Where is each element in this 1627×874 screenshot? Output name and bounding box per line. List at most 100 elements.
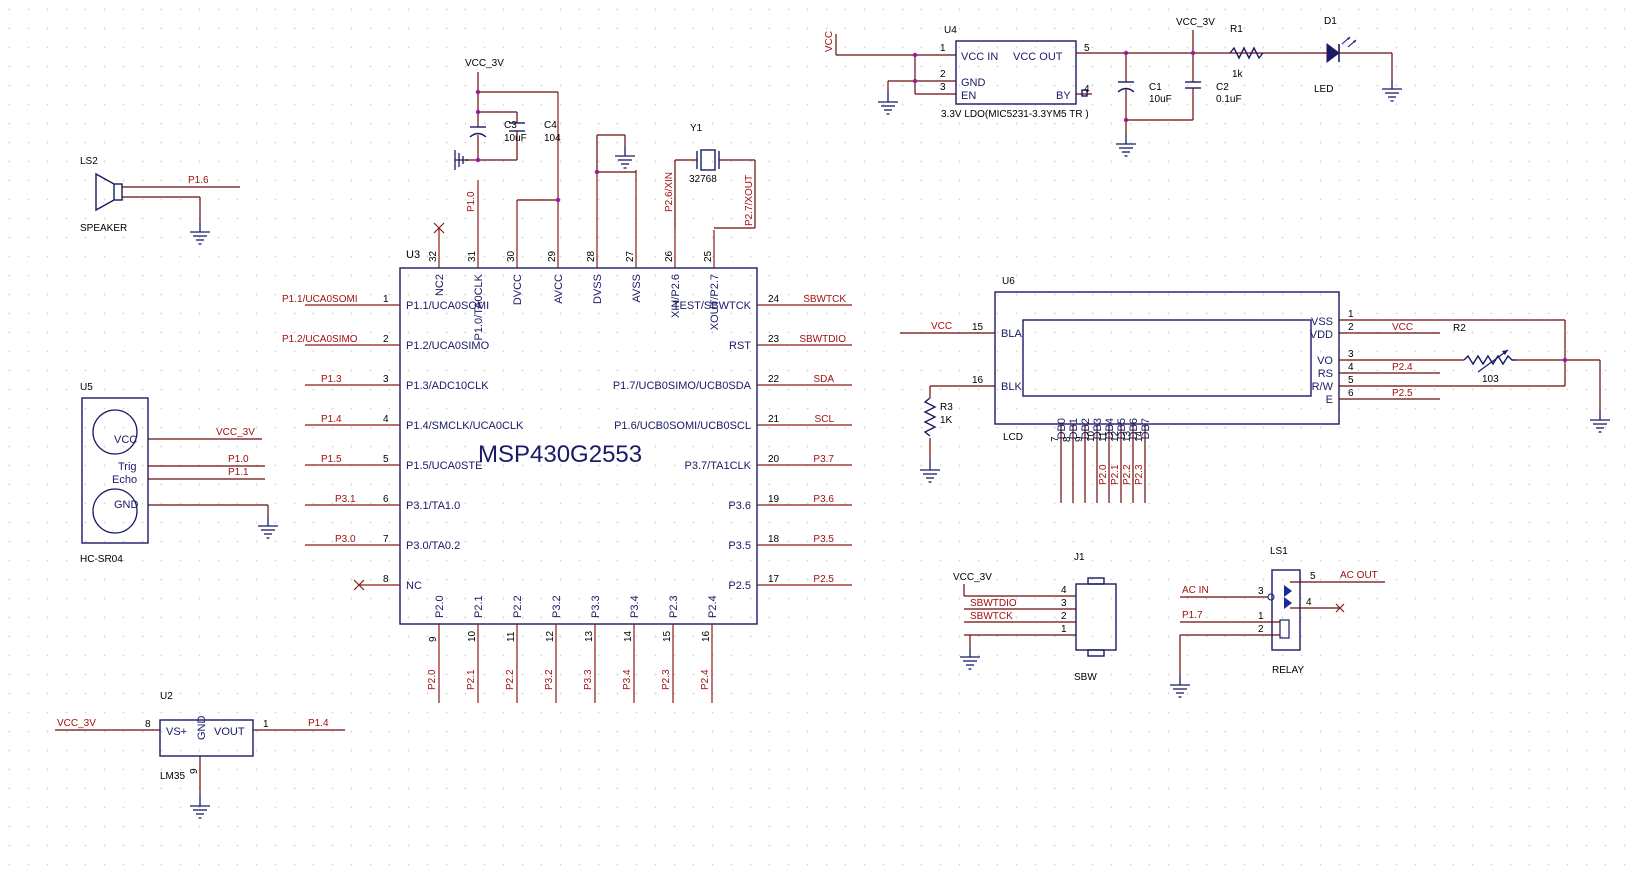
lcd-pin-11: 11 [1098, 431, 1109, 442]
mcu-pin-label-11: P2.2 [512, 595, 524, 618]
r2-ref: R2 [1453, 323, 1466, 334]
mcu-ref: U3 [406, 249, 420, 261]
regulator-pin-5: 5 [1084, 43, 1090, 54]
mcu-pin-label-32: NC2 [434, 274, 446, 296]
c4-ref: C4 [544, 120, 557, 131]
mcu-name: MSP430G2553 [478, 441, 642, 468]
lcd-vss-label: VSS [1311, 316, 1333, 328]
lcd-pin-8: 8 [1062, 436, 1073, 442]
mcu-pin-num-26: 26 [664, 250, 675, 262]
sbw-vcc: VCC_3V [953, 572, 992, 583]
sbw-net-sbwtck: SBWTCK [970, 611, 1013, 622]
net-label-p35: P3.5 [813, 534, 834, 545]
relay-pin-4: 4 [1306, 597, 1312, 608]
temp-pin-gnd: 9 [189, 768, 200, 774]
lcd-blk-label: BLK [1001, 381, 1022, 393]
r3-ref: R3 [940, 402, 953, 413]
temp-net-out: P1.4 [308, 718, 329, 729]
mcu-pin-num-3: 3 [383, 374, 389, 385]
mcu-pin-label-9: P2.0 [434, 595, 446, 618]
net-label-p12: P1.2/UCA0SIMO [282, 334, 358, 345]
r3-value: 1K [940, 415, 953, 426]
mcu-pin-num-11: 11 [506, 631, 517, 642]
mcu-pin-num-22: 22 [768, 374, 780, 385]
ultrasonic-ground-symbol [257, 515, 279, 539]
mcu-pin-num-19: 19 [768, 494, 780, 505]
mcu-pin-label-13: P3.3 [590, 595, 602, 618]
mcu-pin-label-29: AVCC [553, 274, 565, 304]
lcd-net-bla: VCC [931, 321, 952, 332]
sbw-header-j1: J1 VCC_3V SBWTDIO SBWTCK 4 3 2 1 SBW [953, 552, 1117, 683]
mcu-pin-num-12: 12 [545, 630, 556, 642]
mcu-pin-num-15: 15 [662, 630, 673, 642]
c3-ref: C3 [504, 120, 517, 131]
regulator-pin-2: 2 [940, 69, 946, 80]
temp-ref: U2 [160, 691, 173, 702]
temp-gnd-label: GND [196, 716, 208, 741]
net-label-p11: P1.1/UCA0SOMI [282, 294, 358, 305]
status-led: R1 1k D1 LED [1229, 16, 1403, 102]
lcd-ref: U6 [1002, 276, 1015, 287]
net-label-p20-bot: P2.0 [427, 669, 438, 690]
sbw-net-sbwtdio: SBWTDIO [970, 598, 1017, 609]
relay-name: RELAY [1272, 665, 1304, 676]
mcu-pin-num-18: 18 [768, 534, 780, 545]
lcd-name: LCD [1003, 432, 1023, 443]
mcu-pin-label-14: P3.4 [629, 595, 641, 618]
r1-ref: R1 [1230, 24, 1243, 35]
decoupling-caps: VCC_3V C3 10uF C4 104 [454, 58, 561, 203]
lcd-net-rs: P2.4 [1392, 362, 1413, 373]
regulator-vin-label: VCC IN [961, 51, 998, 63]
net-label-p15: P1.5 [321, 454, 342, 465]
mcu-pin-label-7: P3.0/TA0.2 [406, 540, 460, 552]
led-ground-symbol [1381, 78, 1403, 102]
net-label-p36: P3.6 [813, 494, 834, 505]
lcd-rs-label: RS [1318, 368, 1333, 380]
mcu-pin-label-4: P1.4/SMCLK/UCA0CLK [406, 420, 524, 432]
net-label-p31: P3.1 [335, 494, 356, 505]
temp-pin-vs: 8 [145, 719, 151, 730]
net-label-p21-bot: P2.1 [466, 669, 477, 690]
vss-ground [594, 134, 636, 175]
lcd-pin-14: 14 [1134, 430, 1145, 442]
r2-value: 103 [1482, 374, 1499, 385]
mcu-pin-label-28: DVSS [592, 274, 604, 304]
mcu-pin-num-5: 5 [383, 454, 389, 465]
sbw-pin-3: 3 [1061, 598, 1067, 609]
mcu-pin-num-4: 4 [383, 414, 389, 425]
regulator-pin-3: 3 [940, 82, 946, 93]
mcu-pin-num-1: 1 [383, 294, 389, 305]
c4-value: 104 [544, 133, 561, 144]
mcu-pin-num-24: 24 [768, 294, 780, 305]
mcu-pin-label-8: NC [406, 580, 422, 592]
temp-ground-symbol [189, 795, 211, 819]
vss-ground-symbol [614, 145, 636, 169]
speaker-ls2: LS2 P1.6 SPEAKER [80, 156, 240, 245]
temp-net-vs: VCC_3V [57, 718, 96, 729]
regulator-cap-ground-symbol [1115, 133, 1137, 157]
mcu-pin-label-22: P1.7/UCB0SIMO/UCB0SDA [613, 380, 752, 392]
regulator-ref: U4 [944, 25, 957, 36]
c1-ref: C1 [1149, 82, 1162, 93]
lcd-pin-1: 1 [1348, 309, 1354, 320]
decoupling-vcc-label: VCC_3V [465, 58, 504, 69]
mcu-pin-num-25: 25 [703, 250, 714, 262]
ultrasonic-ref: U5 [80, 382, 93, 393]
lcd-pin-5: 5 [1348, 375, 1354, 386]
mcu-pin-label-2: P1.2/UCA0SIMO [406, 340, 490, 352]
c2-ref: C2 [1216, 82, 1229, 93]
net-label-xin: P2.6/XIN [664, 172, 675, 212]
regulator-vout-label: VCC OUT [1013, 51, 1063, 63]
lcd-pin-15: 15 [972, 322, 984, 333]
mcu-pin-label-17: P2.5 [728, 580, 751, 592]
lcd-db3-label: DB3 [1092, 418, 1104, 439]
ultrasonic-name: HC-SR04 [80, 554, 123, 565]
net-label-p32-bot: P3.2 [544, 669, 555, 690]
mcu-pin-num-32: 32 [428, 250, 439, 262]
mcu-pin-num-10: 10 [467, 630, 478, 642]
regulator-part: 3.3V LDO(MIC5231-3.3YM5 TR ) [941, 109, 1089, 120]
led-name: LED [1314, 84, 1333, 95]
mcu-pin-label-6: P3.1/TA1.0 [406, 500, 460, 512]
ultrasonic-pin-trig: Trig [118, 461, 137, 473]
mcu-pin-num-17: 17 [768, 574, 780, 585]
